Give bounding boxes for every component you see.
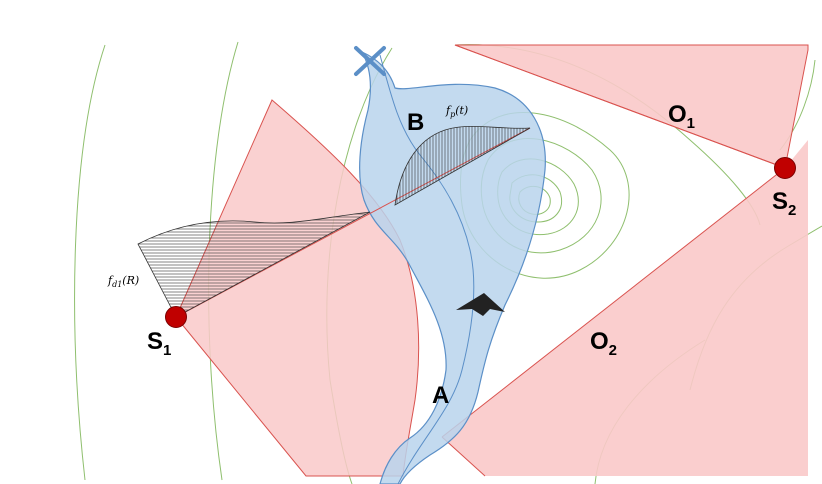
sensor-node-icon[interactable]: [165, 306, 187, 328]
flight-path-line: [379, 54, 475, 484]
label-o1: O1: [668, 101, 696, 132]
sensor-region-o1-boundary: [454, 44, 786, 169]
flight-corridor: [359, 50, 546, 484]
label-s1: S1: [147, 328, 172, 359]
label-a: A: [432, 382, 450, 409]
label-s2: S2: [772, 188, 797, 219]
sensor-region-o2: [442, 140, 808, 476]
x-marker-icon: [354, 46, 386, 76]
sensor-node-icon[interactable]: [774, 157, 796, 179]
label-fp-t: fp(t): [446, 104, 469, 119]
label-fd1-r: fd1(R): [108, 274, 140, 289]
sensor-region-o2-boundary: [441, 167, 786, 438]
contour-line: [74, 44, 106, 481]
label-b: B: [407, 109, 425, 136]
aircraft-icon: [456, 293, 505, 316]
sensor-region-o2-boundary-bottom: [441, 436, 486, 477]
fp-distribution: [394, 126, 531, 206]
fd1-distribution: [137, 211, 371, 318]
label-o2: O2: [590, 328, 618, 359]
